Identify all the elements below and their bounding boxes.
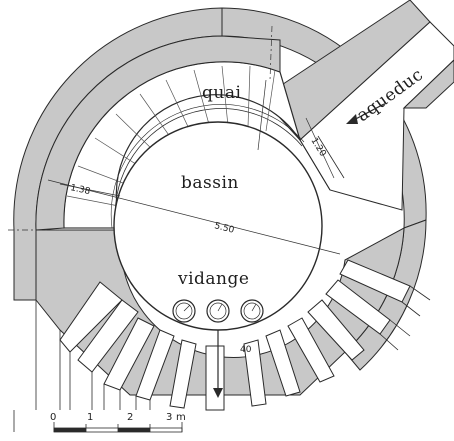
label-quai: quai: [202, 83, 241, 103]
scale-unit: m: [176, 412, 186, 423]
scale-tick-1: 1: [87, 412, 93, 423]
scale-bar: 0 1 2 3 m: [13, 410, 186, 433]
dimension-lines: [8, 25, 341, 255]
aqueduct-wall-lower: [402, 59, 454, 109]
drain-outlet-left: [172, 299, 196, 323]
quay-steps: [64, 65, 276, 229]
drain-outlets: [172, 299, 264, 323]
aqueduct-arrow-icon: [346, 103, 385, 124]
drain-outlet-right: [240, 299, 264, 323]
drain-arrow-icon: [213, 330, 223, 398]
dim-small-number: 40: [240, 345, 252, 355]
drain-outlet-center: [206, 299, 230, 323]
scale-tick-3: 3: [166, 412, 172, 423]
scale-tick-0: 0: [50, 412, 56, 423]
label-vidange: vidange: [177, 269, 249, 289]
dim-quay-width: 1.38: [69, 183, 91, 197]
label-bassin: bassin: [181, 173, 239, 193]
scale-tick-2: 2: [127, 412, 133, 423]
masonry-left-fill: [35, 35, 281, 231]
dim-basin-diameter: 5.50: [213, 221, 235, 236]
